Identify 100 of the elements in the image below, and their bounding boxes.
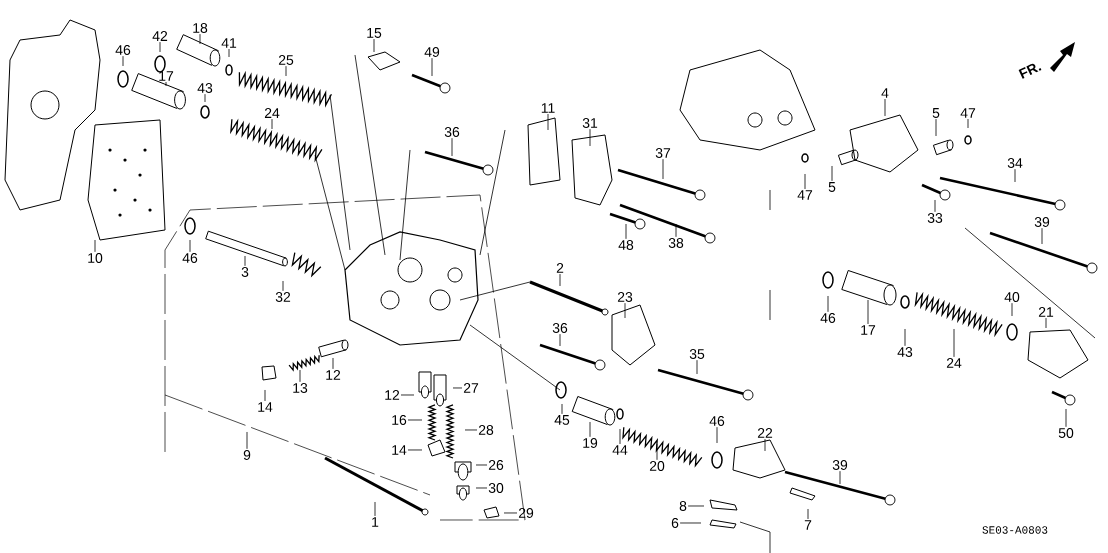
leader-line (696, 359, 698, 375)
leader-line (679, 522, 702, 524)
leader-line (400, 394, 415, 396)
callout-number: 23 (617, 292, 633, 302)
leader-line (804, 173, 806, 190)
callout-number: 29 (518, 508, 534, 518)
drawing-code: SE03-A0803 (982, 526, 1048, 534)
leader-line (831, 165, 833, 182)
callout-number: 16 (392, 415, 407, 425)
leader-line (716, 426, 718, 444)
leader-line (687, 505, 705, 507)
callout-number: 40 (1004, 292, 1020, 302)
callout-number: 14 (258, 402, 273, 412)
callout-number: 48 (618, 240, 634, 250)
callout-number: 5 (932, 108, 940, 118)
leader-line (827, 295, 829, 313)
leader-line (589, 421, 591, 438)
callout-number: 46 (709, 416, 725, 426)
leader-line (199, 33, 201, 45)
callout-number: 11 (541, 103, 555, 113)
leader-line (374, 501, 376, 517)
callout-number: 46 (820, 313, 836, 323)
leader-line (1041, 227, 1043, 245)
leader-line (589, 128, 591, 147)
callout-number: 28 (478, 425, 494, 435)
leader-line (282, 280, 284, 292)
leader-line (624, 302, 626, 319)
leader-line (884, 98, 886, 117)
callout-number: 45 (554, 415, 570, 425)
callout-number: 18 (193, 23, 208, 33)
leader-line (559, 333, 561, 347)
callout-number: 49 (424, 47, 440, 57)
leader-line (1014, 168, 1016, 183)
leader-line (264, 389, 266, 402)
leader-line (228, 48, 230, 58)
callout-number: 12 (385, 390, 400, 400)
leader-line (625, 223, 627, 240)
leader-line (547, 113, 549, 131)
callout-number: 36 (552, 323, 568, 333)
callout-number: 8 (679, 501, 687, 511)
leader-line (561, 403, 563, 415)
leader-line (475, 464, 488, 466)
callout-number: 9 (243, 450, 251, 460)
leader-line (1045, 317, 1047, 329)
leader-line (807, 508, 809, 520)
callout-number: 26 (488, 460, 504, 470)
callout-number: 19 (583, 438, 598, 448)
callout-number: 6 (671, 518, 679, 528)
callout-number: 24 (946, 358, 962, 368)
leader-line (451, 137, 453, 157)
callout-number: 41 (221, 38, 237, 48)
callout-number: 3 (241, 267, 249, 277)
leader-line (475, 487, 488, 489)
callout-number: 42 (152, 31, 168, 41)
callout-number: 14 (392, 445, 407, 455)
callout-number: 2 (556, 263, 564, 273)
callout-number: 17 (159, 71, 174, 81)
leader-line (662, 158, 664, 180)
callout-number: 27 (463, 383, 479, 393)
leader-line (1011, 302, 1013, 317)
leader-line (244, 255, 246, 267)
leader-line (464, 429, 478, 431)
callout-number: 32 (275, 292, 291, 302)
leader-line (764, 438, 766, 452)
callout-number: 39 (832, 460, 848, 470)
leader-line (619, 428, 621, 445)
leader-line (122, 55, 124, 67)
leader-line (285, 65, 287, 77)
callout-number: 31 (582, 118, 598, 128)
callout-number: 7 (804, 520, 812, 530)
callout-number: 33 (927, 213, 943, 223)
leader-line (934, 199, 936, 213)
leader-line (967, 118, 969, 129)
leader-line (452, 387, 463, 389)
leader-line (656, 443, 658, 461)
leader-line (204, 93, 206, 103)
callout-number: 5 (828, 182, 836, 192)
callout-number: 44 (612, 445, 628, 455)
callout-number: 50 (1058, 428, 1074, 438)
leader-line (407, 449, 423, 451)
direction-label: FR. (1018, 63, 1042, 79)
callout-number: 1 (372, 517, 379, 527)
callout-number: 4 (881, 88, 889, 98)
leader-line (159, 41, 161, 53)
callout-number: 47 (960, 108, 976, 118)
callout-number: 25 (278, 55, 294, 65)
leader-line (559, 273, 561, 287)
callout-number: 47 (797, 190, 813, 200)
leader-line (332, 357, 334, 370)
leader-line (299, 369, 301, 383)
leader-line (431, 57, 433, 77)
callout-number: 39 (1034, 217, 1050, 227)
leader-line (271, 118, 273, 130)
leader-line (165, 81, 167, 87)
callout-number: 13 (293, 383, 308, 393)
leader-line (675, 223, 677, 238)
callout-number: 24 (264, 108, 280, 118)
leader-line (935, 118, 937, 137)
leader-line (373, 38, 375, 53)
leader-line (953, 328, 955, 358)
